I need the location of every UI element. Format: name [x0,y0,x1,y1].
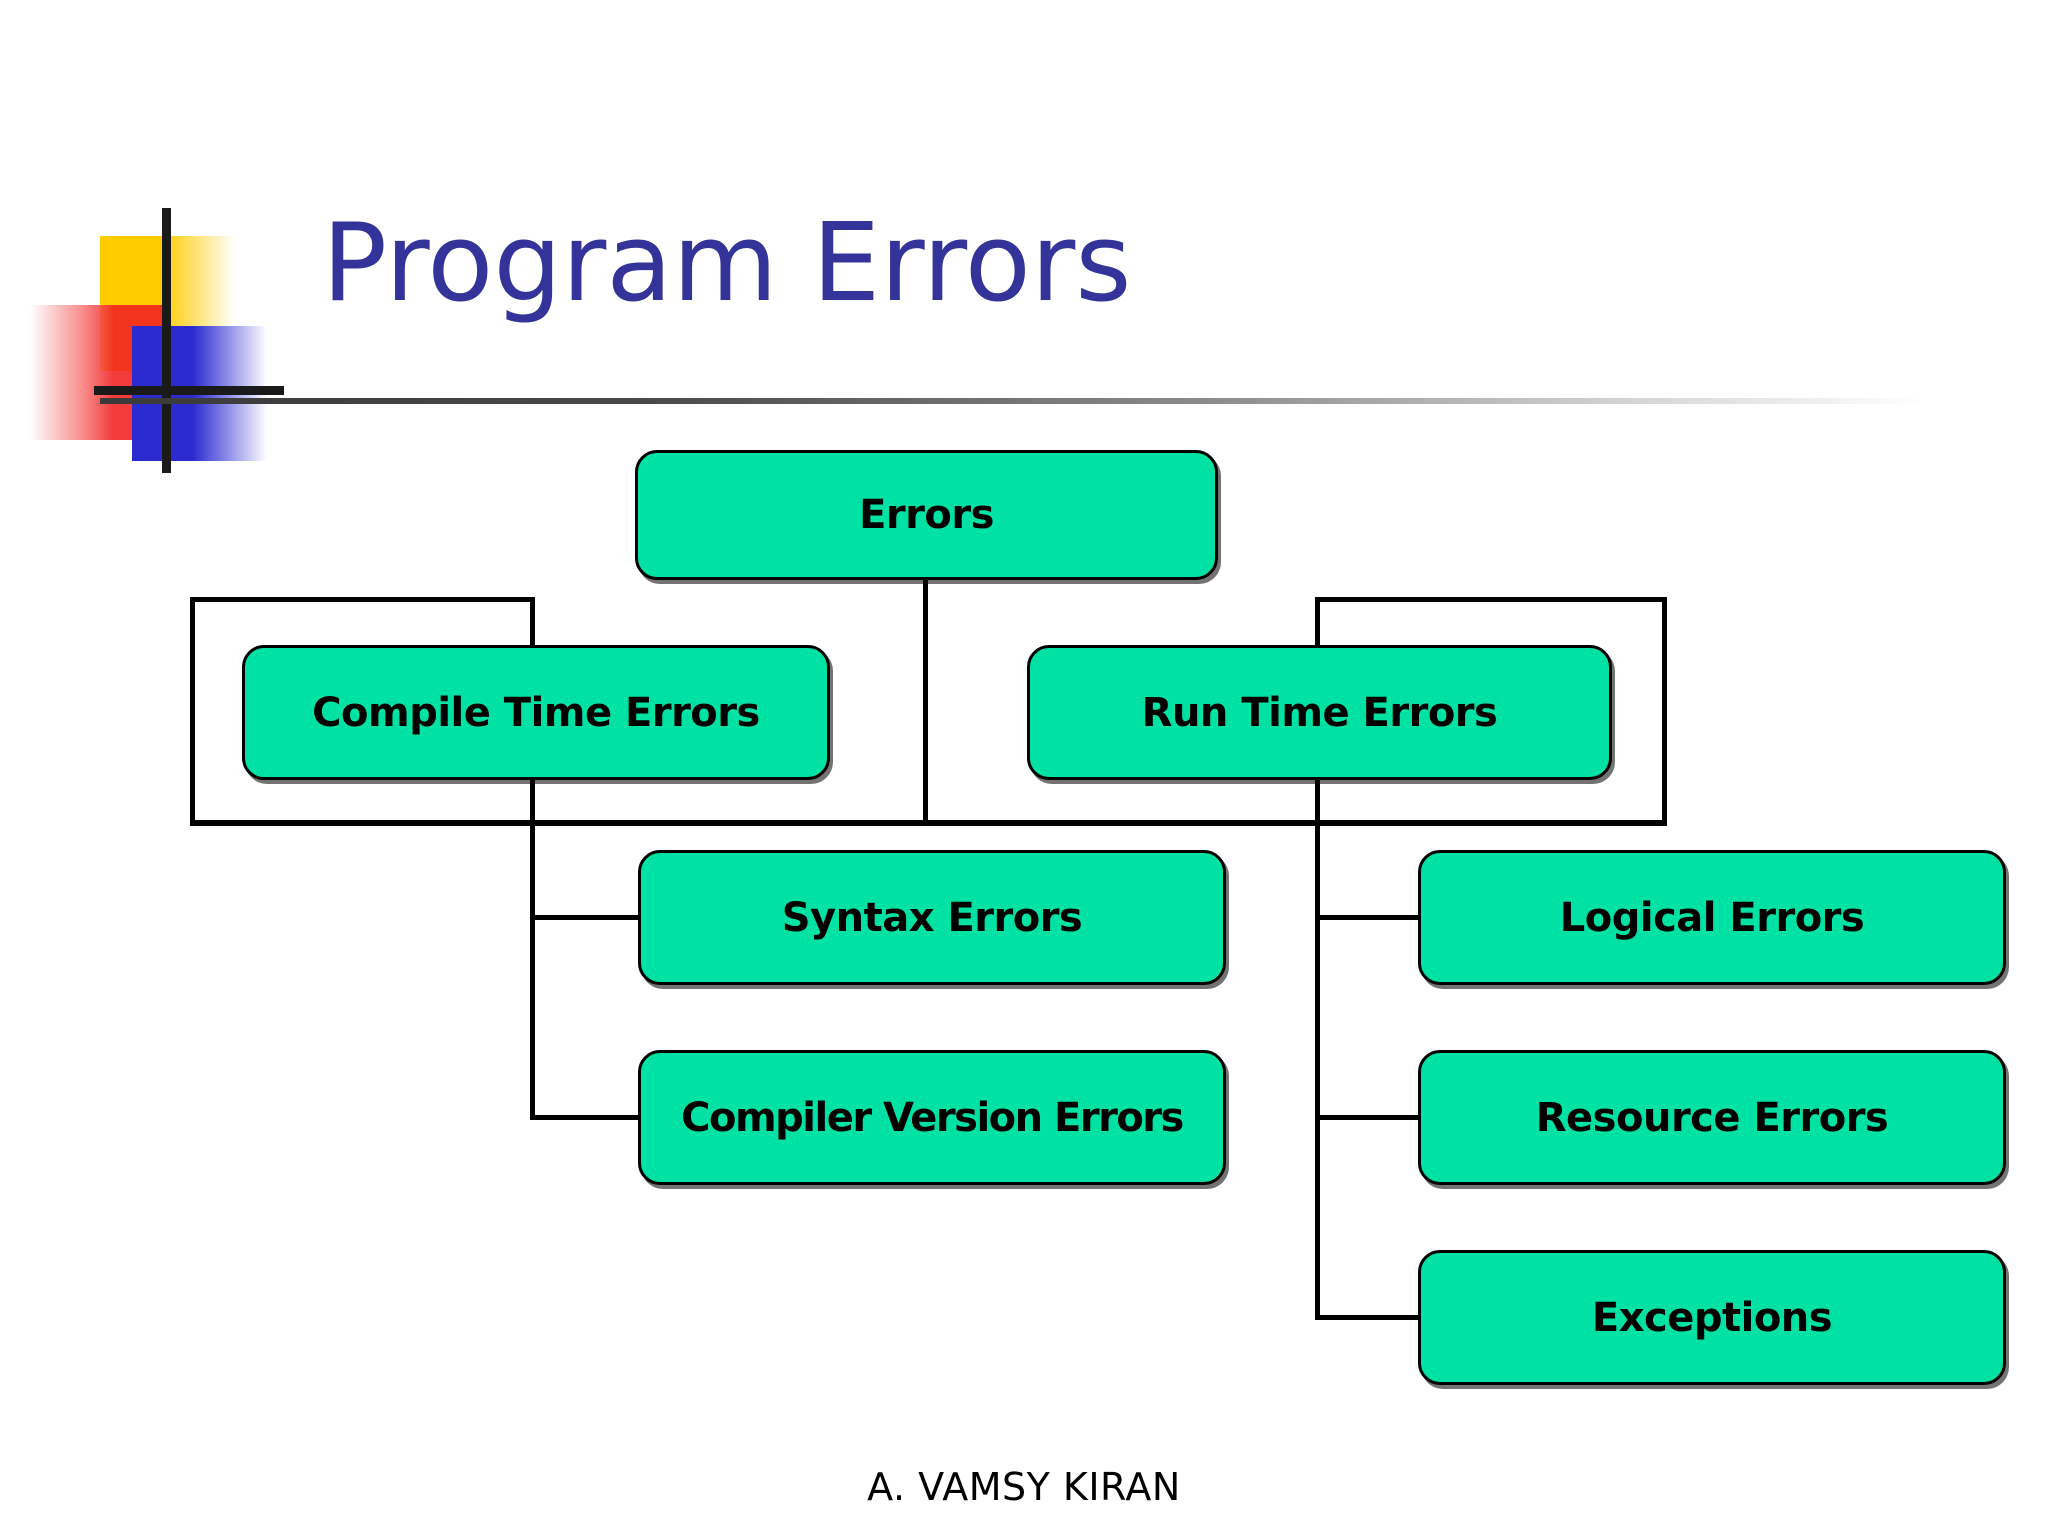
connector-right-spine [1315,820,1320,1320]
connector-right-bracket-top [1315,597,1667,602]
connector-to-compiler-version [530,1115,642,1120]
logo-horizontal-bar [94,386,284,395]
connector-errors-stem [923,580,928,822]
slide-footer-author: A. VAMSY KIRAN [867,1465,1181,1509]
logo-vertical-bar [162,208,171,473]
node-logical-errors-label: Logical Errors [1559,894,1865,941]
node-resource-errors-label: Resource Errors [1535,1094,1889,1141]
node-compile-time-errors-label: Compile Time Errors [312,689,760,736]
connector-left-bracket-left [190,597,195,825]
slide-title: Program Errors [322,201,1132,326]
node-run-time-errors[interactable]: Run Time Errors [1027,645,1612,780]
node-resource-errors[interactable]: Resource Errors [1418,1050,2006,1185]
connector-to-syntax [530,915,642,920]
node-run-time-errors-label: Run Time Errors [1141,689,1498,736]
node-syntax-errors[interactable]: Syntax Errors [638,850,1226,985]
connector-right-bracket-right [1662,597,1667,825]
node-errors[interactable]: Errors [635,450,1218,580]
connector-left-spine [530,820,535,1120]
node-compile-time-errors[interactable]: Compile Time Errors [242,645,830,780]
connector-left-bracket-bottom [190,820,930,826]
node-syntax-errors-label: Syntax Errors [781,894,1083,941]
connector-right-bracket-bottom [923,820,1667,826]
node-logical-errors[interactable]: Logical Errors [1418,850,2006,985]
connector-left-bracket-top [190,597,535,602]
node-errors-label: Errors [859,492,994,538]
connector-to-exceptions [1315,1315,1425,1320]
connector-to-logical [1315,915,1425,920]
powerpoint-design-logo [22,208,292,473]
node-compiler-version-errors[interactable]: Compiler Version Errors [638,1050,1226,1185]
node-exceptions[interactable]: Exceptions [1418,1250,2006,1385]
node-exceptions-label: Exceptions [1591,1294,1833,1341]
connector-to-resource [1315,1115,1425,1120]
title-underline-rule [100,398,1925,404]
node-compiler-version-errors-label: Compiler Version Errors [681,1094,1184,1141]
